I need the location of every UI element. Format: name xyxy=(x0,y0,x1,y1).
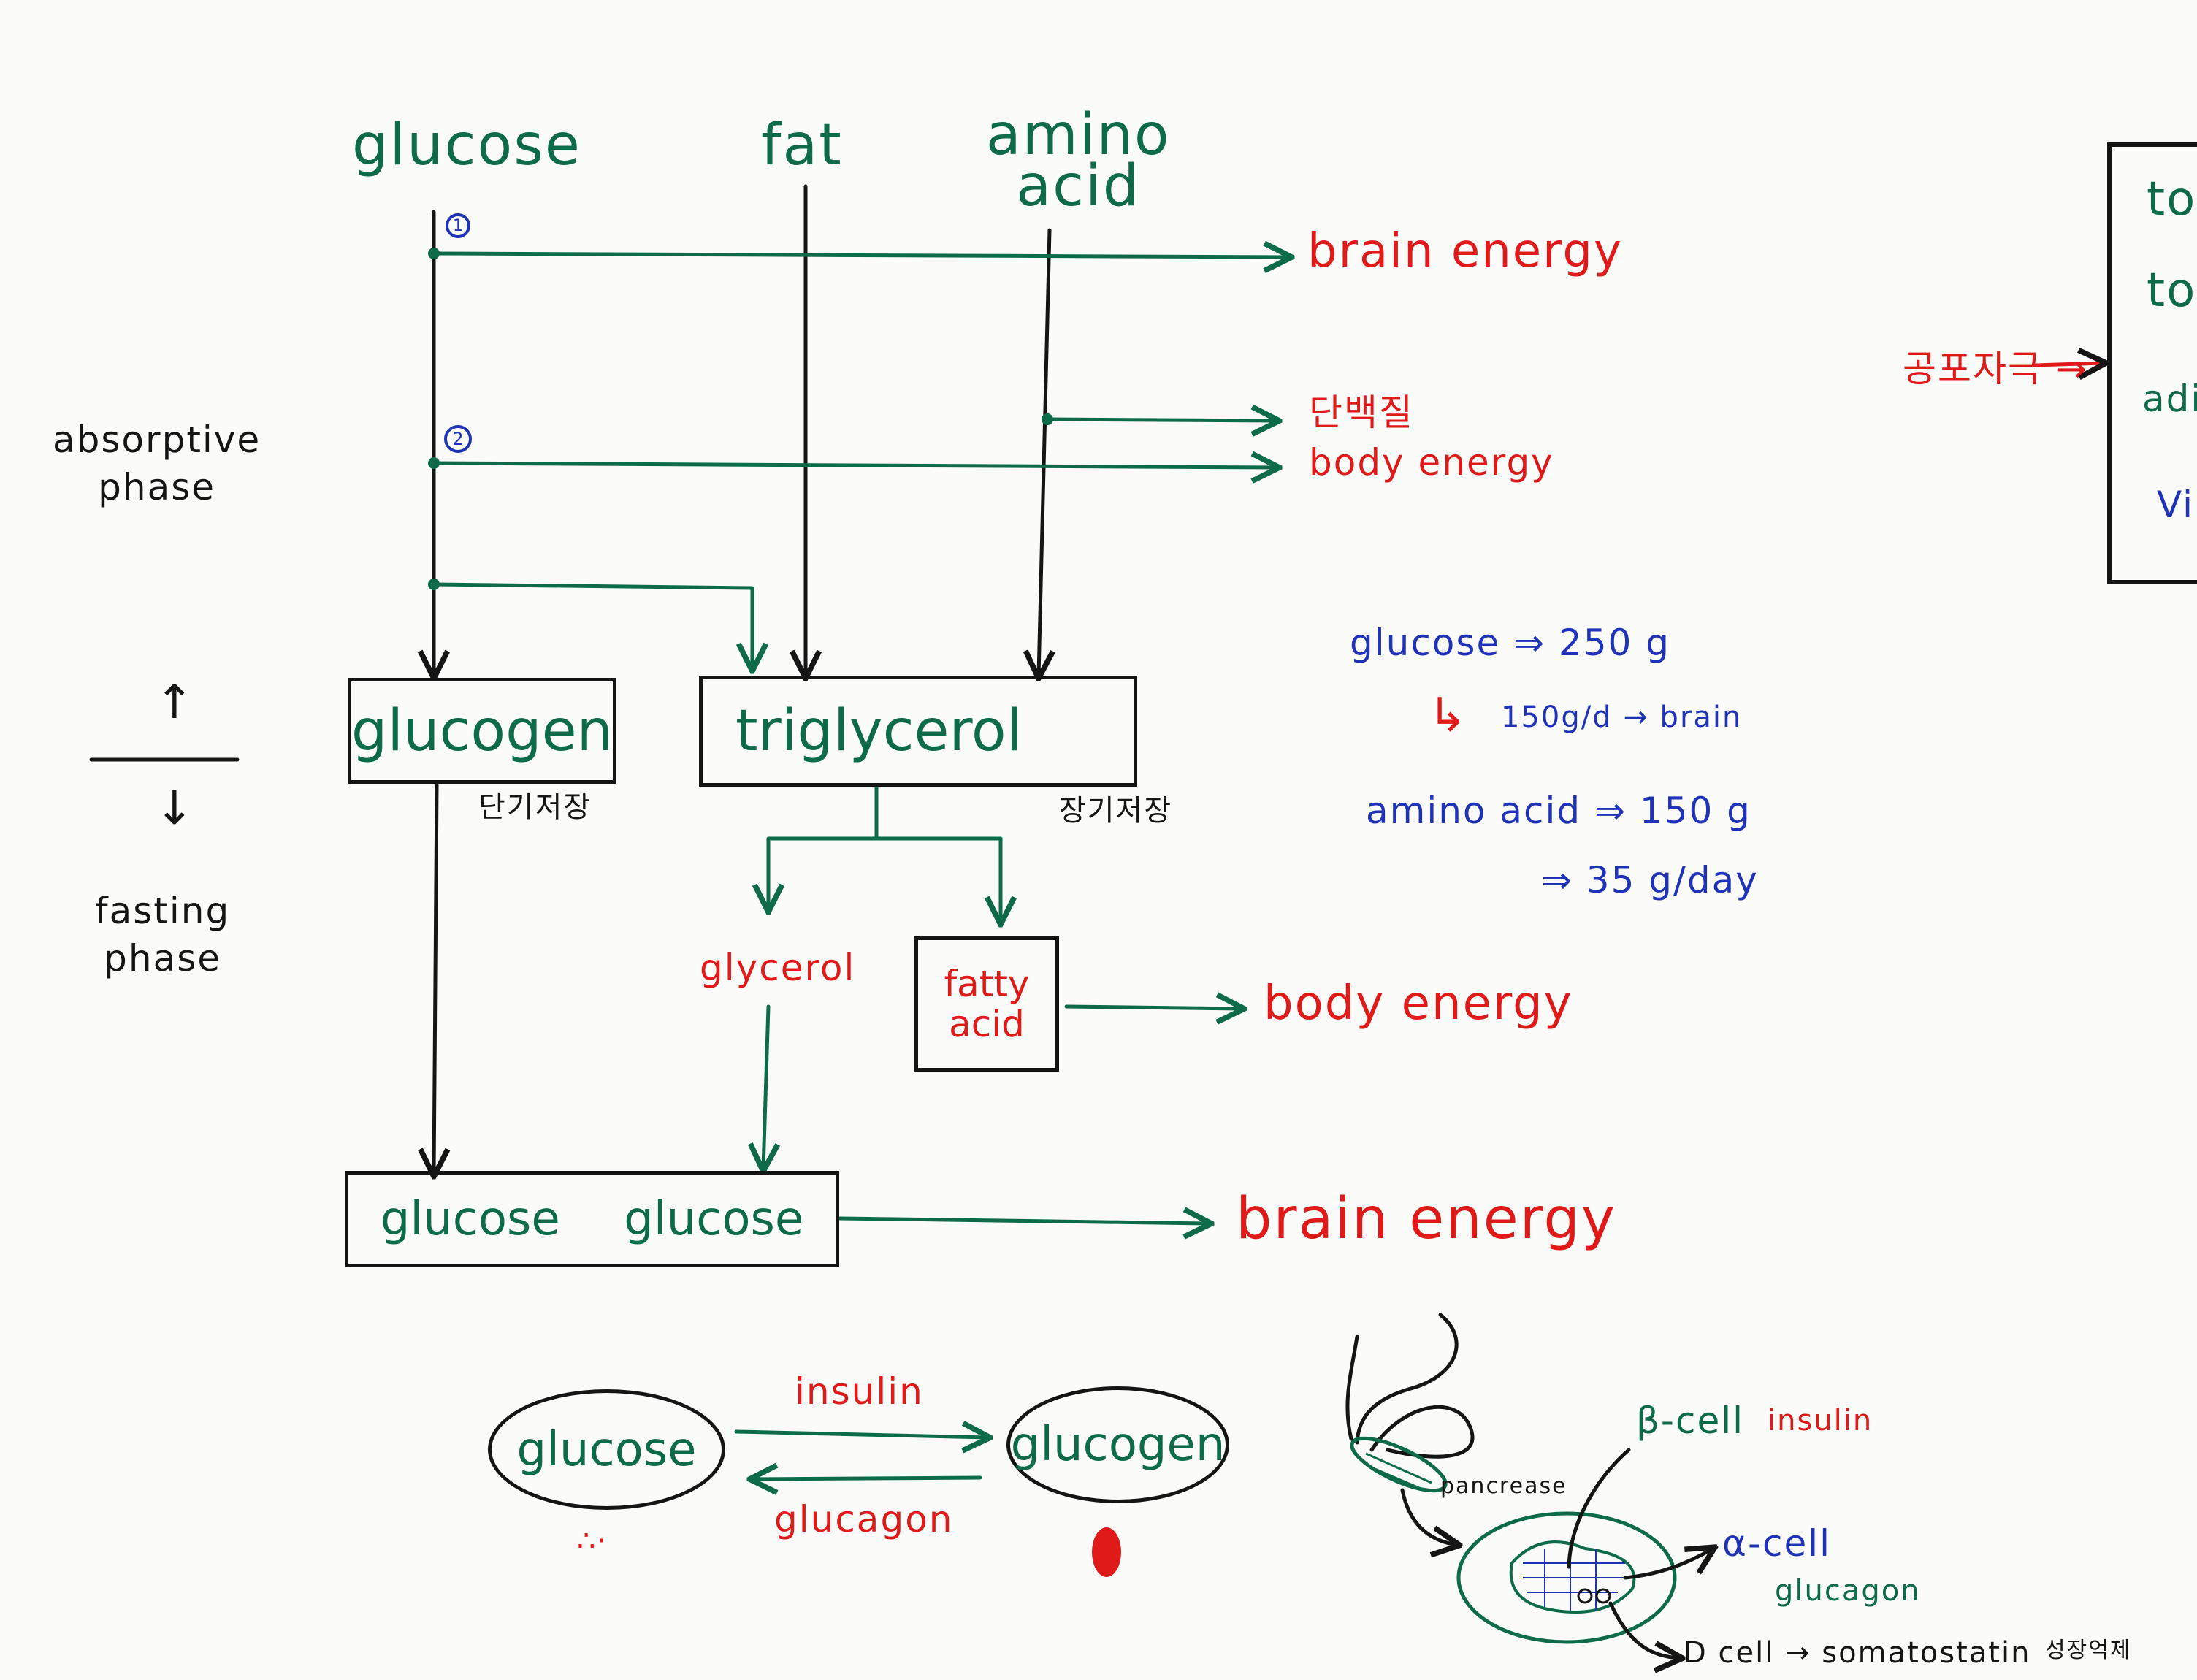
daily-brain-line: 150g/d → brain xyxy=(1501,700,1743,734)
phase-down-arrow: ↓ xyxy=(155,782,196,836)
short-term-storage-note: 단기저장 xyxy=(478,790,592,824)
stress-arrow xyxy=(2034,363,2104,365)
glycogen-box: glucogen xyxy=(348,678,616,784)
marker-2: 2 xyxy=(444,425,472,453)
glucose-to-brain-energy xyxy=(838,1218,1209,1223)
fatty-acid-box: fatty acid xyxy=(914,936,1059,1072)
cutoff-line-1: to xyxy=(2147,172,2197,226)
phase-up-arrow: ↑ xyxy=(155,676,196,730)
insulin-label: insulin xyxy=(795,1370,924,1413)
stress-stimulus-label: 공포자극 → xyxy=(1903,348,2088,390)
cycle-glycogen-label: glucogen xyxy=(1010,1418,1226,1472)
cutoff-box: to to adi Vi xyxy=(2107,142,2197,584)
beta-cell-label: β-cell xyxy=(1636,1400,1744,1442)
triglycerol-box: triglycerol xyxy=(699,676,1137,787)
to-body-energy-mid xyxy=(432,463,1277,467)
bottom-glucose-label-2: glucose xyxy=(624,1192,804,1246)
delta-note-label: 성장억제 xyxy=(2045,1638,2132,1663)
triglycerol-split xyxy=(768,785,879,909)
brain-energy-bottom-label: brain energy xyxy=(1236,1186,1617,1252)
triglycerol-box-label: triglycerol xyxy=(735,698,1023,764)
daily-glucose-line: glucose ⇒ 250 g xyxy=(1350,622,1670,664)
daily-hook-arrow: ↳ xyxy=(1428,689,1469,743)
to-brain-energy-top xyxy=(432,253,1289,257)
daily-amino-line: amino acid ⇒ 150 g xyxy=(1366,790,1751,832)
fatty-acid-to-body-energy xyxy=(1064,1007,1242,1009)
body-energy-low-label: body energy xyxy=(1264,977,1573,1031)
brain-energy-top-label: brain energy xyxy=(1307,224,1623,278)
amino-acid-source-label: amino acid xyxy=(986,102,1171,220)
delta-cell-label: D cell → somatostatin xyxy=(1684,1636,2031,1670)
marker-1: 1 xyxy=(446,213,470,238)
glycogen-box-label: glucogen xyxy=(351,698,614,764)
absorptive-phase-label: absorptive phase xyxy=(53,419,261,508)
cycle-glucose-label: glucose xyxy=(516,1422,697,1477)
cycle-glycogen-oval: glucogen xyxy=(1006,1386,1229,1503)
daily-amino-day-line: ⇒ 35 g/day xyxy=(1541,859,1759,901)
fasting-phase-label: fasting phase xyxy=(95,890,231,980)
bottom-glucose-label-1: glucose xyxy=(380,1192,560,1246)
insulin-arrow xyxy=(734,1432,987,1437)
pancreas-sketch xyxy=(1345,1313,1713,1658)
glucose-to-triglycerol xyxy=(432,582,752,668)
cutoff-line-4: Vi xyxy=(2157,484,2194,526)
protein-label: 단백질 xyxy=(1309,392,1414,434)
beta-insulin-label: insulin xyxy=(1768,1404,1873,1437)
amino-trunk xyxy=(1039,228,1050,676)
long-term-storage-note: 장기저장 xyxy=(1059,794,1173,828)
cutoff-line-2: to xyxy=(2147,264,2197,318)
glucose-source-label: glucose xyxy=(352,112,581,178)
cycle-glucose-oval: glucose xyxy=(488,1389,725,1510)
pancreas-label: pancrease xyxy=(1440,1473,1567,1499)
glucose-scatter-mark: ∴· xyxy=(577,1524,608,1558)
glucagon-label: glucagon xyxy=(774,1498,954,1540)
to-protein xyxy=(1045,419,1277,421)
red-drop xyxy=(1092,1527,1121,1577)
cutoff-line-3: adi xyxy=(2142,378,2197,420)
fat-source-label: fat xyxy=(761,112,843,178)
glucagon-arrow xyxy=(752,1478,982,1479)
alpha-glucagon-label: glucagon xyxy=(1775,1574,1921,1608)
blood-glucose-box: glucose glucose xyxy=(345,1171,839,1267)
body-energy-mid-label: body energy xyxy=(1309,441,1554,484)
glycogen-to-glucose xyxy=(434,783,437,1174)
alpha-cell-label: α-cell xyxy=(1722,1522,1832,1565)
triglycerol-to-fatty-acid xyxy=(874,836,1001,922)
fatty-acid-label: fatty acid xyxy=(944,962,1030,1045)
glycerol-to-glucose xyxy=(763,1004,768,1169)
glycerol-label: glycerol xyxy=(700,947,856,989)
